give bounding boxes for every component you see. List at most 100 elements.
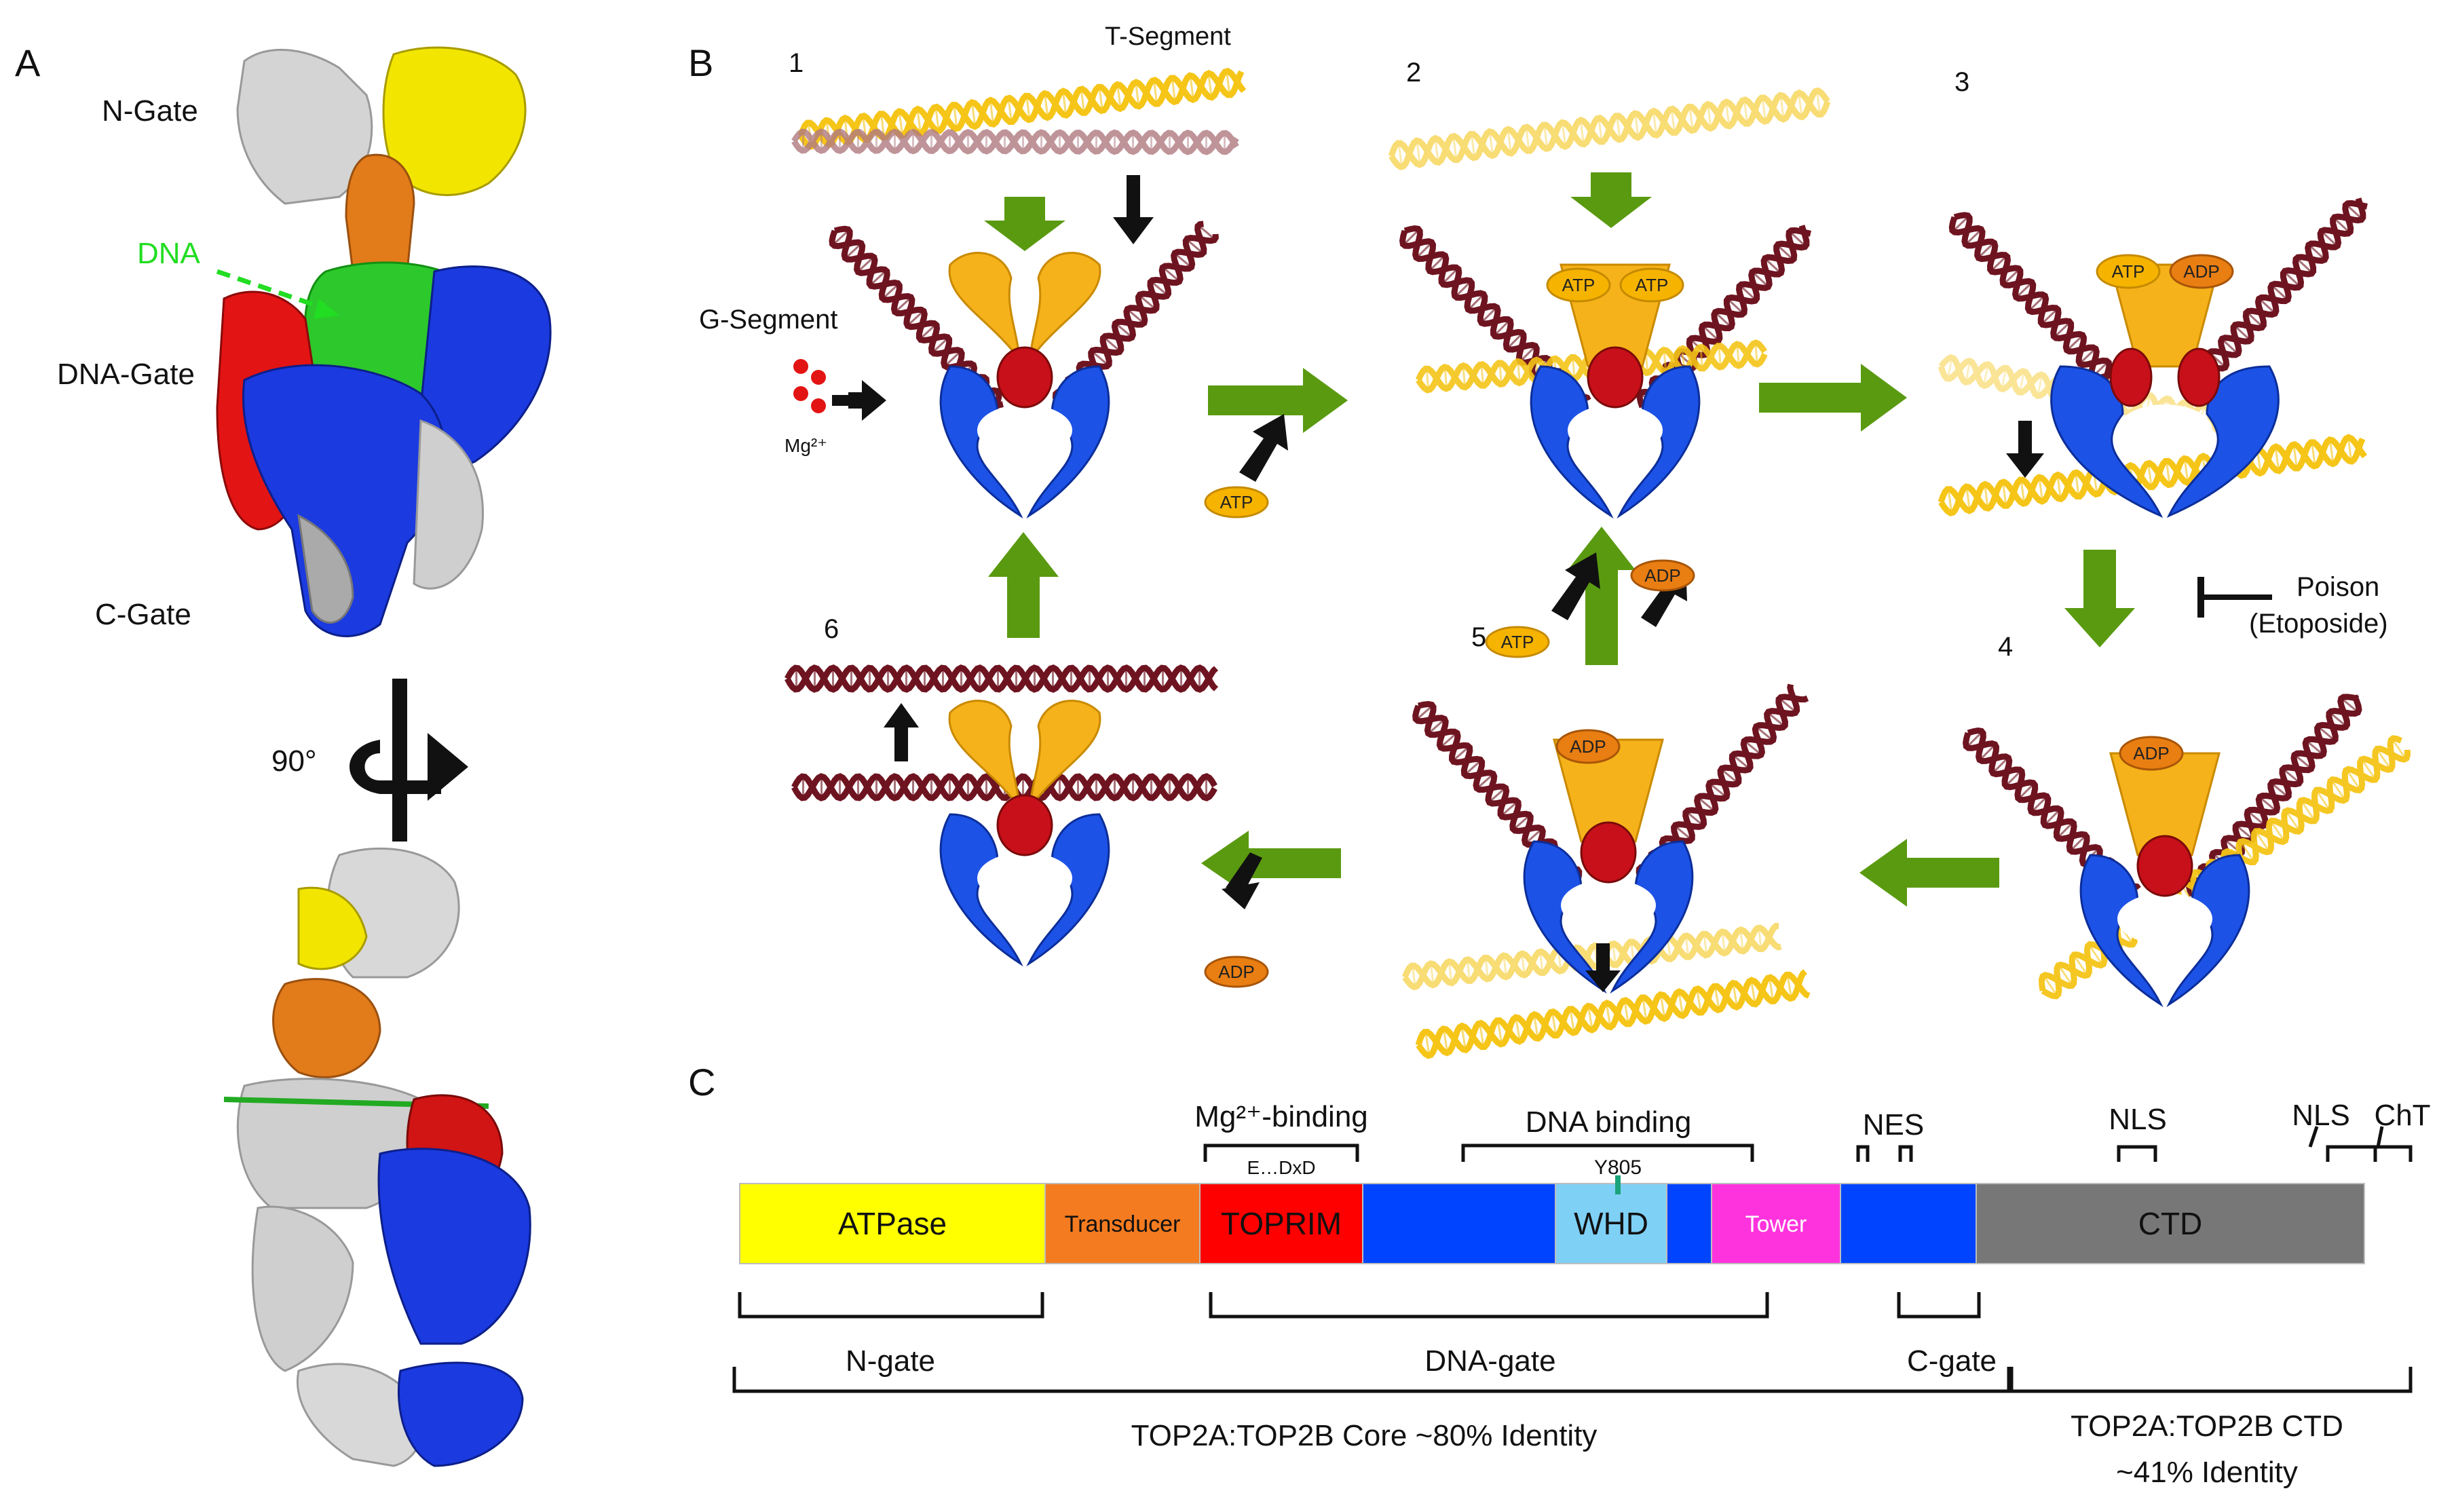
motif-label: E…DxD (1247, 1157, 1315, 1178)
step-5-number: 5 (1471, 622, 1486, 652)
t-segment-helix-2 (1390, 90, 1829, 168)
svg-text:ADP: ADP (2183, 261, 2219, 282)
svg-text:ATP: ATP (1220, 492, 1253, 512)
bottom-blue-foot (398, 1363, 523, 1466)
bracket-cht (2375, 1147, 2411, 1162)
nes-label: NES (1863, 1108, 1924, 1141)
domain-core-3 (1363, 1184, 1555, 1264)
bracket-dna-gate (1211, 1292, 1767, 1317)
bracket-nls-2 (2328, 1147, 2375, 1162)
domain-core-7 (1840, 1184, 1976, 1264)
arrow-t-segment-black (1113, 175, 1154, 244)
dna-gate-bracket-label: DNA-gate (1424, 1344, 1555, 1378)
ctd-identity-label-1: TOP2A:TOP2B CTD (2071, 1410, 2343, 1443)
y805-marker (1615, 1175, 1621, 1194)
arrow-step-5-to-6 (1201, 831, 1341, 896)
g-segment-top-6 (787, 668, 1216, 689)
arrow-atp-in-1 (1239, 414, 1288, 482)
arrow-step-2-to-3 (1759, 364, 1907, 432)
bottom-white-lower (252, 1207, 353, 1371)
arrow-step-6-g-up (884, 703, 919, 761)
mg-label: Mg²⁺ (785, 435, 827, 456)
svg-text:ADP: ADP (1218, 962, 1254, 982)
domain-label-ctd: CTD (2138, 1206, 2203, 1241)
free-adp-5: ADP (1631, 561, 1694, 590)
t-segment-label: T-Segment (1105, 22, 1231, 51)
domain-label-atpase: ATPase (838, 1206, 947, 1241)
step-3-number: 3 (1954, 67, 1969, 97)
core-identity-label: TOP2A:TOP2B Core ~80% Identity (1131, 1419, 1598, 1452)
free-atp-5: ATP (1486, 627, 1549, 657)
bottom-blue (379, 1149, 530, 1344)
svg-text:ADP: ADP (2133, 743, 2169, 763)
enzyme-step-1 (941, 253, 1109, 516)
bracket-ctd (2011, 1367, 2411, 1391)
n-gate-label: N-Gate (102, 94, 198, 128)
panel-b: B 1 2 3 4 5 6 T-Segment G-Segment Mg²⁺ A… (688, 22, 2411, 1057)
g-segment-right-3 (2191, 195, 2370, 388)
mg-binding-label: Mg²⁺-binding (1194, 1100, 1368, 1133)
svg-text:ADP: ADP (1570, 736, 1606, 757)
domain-core-5 (1667, 1184, 1712, 1264)
arrow-step-3-to-4 (2064, 550, 2135, 647)
t-segment-low-5b (1416, 972, 1809, 1057)
svg-text:ATP: ATP (1636, 275, 1669, 295)
svg-text:ATP: ATP (1501, 632, 1534, 652)
domain-label-toprim: TOPRIM (1221, 1206, 1342, 1241)
ctd-identity-label-2: ~41% Identity (2116, 1456, 2298, 1489)
domain-label-whd: WHD (1574, 1206, 1648, 1241)
protein-structure-bottom (224, 848, 530, 1466)
enzyme-step-6 (941, 701, 1109, 964)
n-gate-bracket-label: N-gate (846, 1344, 935, 1378)
bracket-c-gate (1899, 1292, 1979, 1317)
protein-structure-top (217, 48, 550, 636)
step-2-number: 2 (1406, 58, 1421, 88)
top-brackets (1205, 1127, 2411, 1162)
enzyme-step-2: ATP ATP (1531, 265, 1699, 516)
arrow-mg-shaft (832, 395, 859, 406)
mg-ions (793, 359, 826, 413)
panel-a-letter: A (15, 41, 41, 84)
t-segment-shadow-1 (794, 132, 1236, 152)
bracket-n-gate (740, 1292, 1042, 1317)
poison-label: Poison (2297, 572, 2379, 602)
arrow-t-segment-in-2 (1570, 172, 1652, 228)
nls-label-1: NLS (2109, 1103, 2167, 1136)
rotation-label: 90° (271, 744, 317, 778)
dna-binding-label: DNA binding (1526, 1105, 1692, 1139)
bottom-orange (273, 979, 380, 1078)
cht-label: ChT (2374, 1099, 2430, 1132)
g-segment-label: G-Segment (699, 305, 838, 335)
c-gate-label: C-Gate (95, 598, 191, 631)
free-atp-1: ATP (1205, 487, 1268, 517)
arrow-step-3-t-segment (2006, 421, 2044, 478)
arrow-step-4-to-5 (1859, 839, 1999, 907)
svg-text:ATP: ATP (1562, 275, 1595, 295)
rotate-90-icon (349, 679, 468, 842)
domain-label-transducer: Transducer (1065, 1211, 1181, 1237)
domain-bar: ATPase Transducer TOPRIM WHD Tower CTD (740, 1184, 2364, 1264)
arrow-step-6-to-1 (988, 532, 1059, 638)
domain-label-tower: Tower (1745, 1211, 1807, 1237)
dna-gate-label: DNA-Gate (57, 358, 195, 391)
bracket-nes-2 (1900, 1147, 1911, 1162)
panel-c: C Mg²⁺-binding E…DxD DNA binding Y805 NE… (688, 1061, 2431, 1489)
bracket-nls-1 (2119, 1147, 2155, 1162)
svg-text:ATP: ATP (2112, 261, 2145, 282)
arrow-t-segment-in-1 (984, 197, 1065, 251)
nls-label-2: NLS (2292, 1099, 2350, 1132)
bracket-nes-1 (1858, 1147, 1868, 1162)
panel-a: A N-Gate DNA DNA-Gate C-Gate 90° (15, 41, 550, 1466)
step-1-number: 1 (789, 48, 804, 78)
panel-c-letter: C (688, 1061, 715, 1103)
dna-label: DNA (137, 237, 201, 270)
c-gate-bracket-label: C-gate (1907, 1344, 1997, 1378)
panel-b-letter: B (688, 41, 713, 84)
bottom-brackets (734, 1292, 2411, 1391)
step-6-number: 6 (824, 614, 839, 644)
free-adp-6: ADP (1205, 957, 1268, 987)
etoposide-label: (Etoposide) (2249, 609, 2388, 639)
svg-text:ADP: ADP (1644, 565, 1680, 586)
